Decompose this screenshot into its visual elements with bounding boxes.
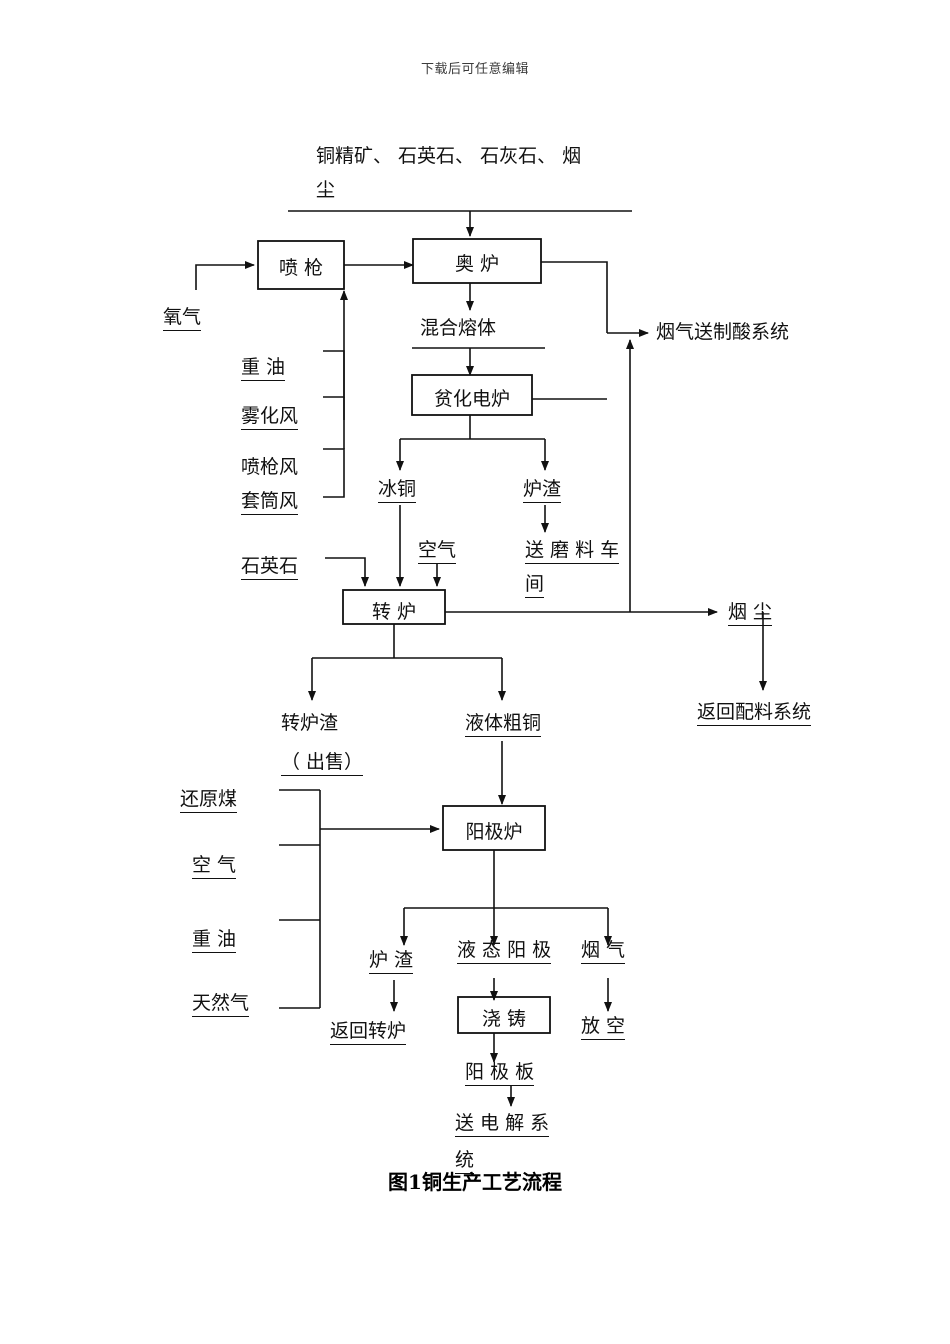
heavy-oil-2-label: 重 油 bbox=[192, 928, 237, 953]
bracket-oil-atomizing bbox=[323, 350, 345, 398]
anode-slag-label: 炉 渣 bbox=[369, 949, 414, 974]
oxygen-to-lance bbox=[195, 261, 255, 290]
figure-caption: 图1铜生产工艺流程 bbox=[388, 1170, 562, 1194]
atomizing-air-label: 雾化风 bbox=[241, 405, 299, 430]
natural-gas-label: 天然气 bbox=[192, 992, 250, 1017]
heavy-oil-1-label: 重 油 bbox=[241, 356, 286, 381]
ausmelt-box bbox=[412, 238, 542, 284]
casting-box bbox=[457, 996, 551, 1034]
sleeve-air-label: 套筒风 bbox=[241, 490, 299, 515]
ausmelt-box-label: 奥 炉 bbox=[454, 253, 500, 275]
silica-to-converter bbox=[325, 557, 369, 587]
converter-box-label: 转 炉 bbox=[371, 601, 417, 623]
anode-plate-label: 阳 极 板 bbox=[465, 1061, 535, 1086]
bracket-lanceair-sleeve bbox=[323, 448, 345, 498]
feed-label-line2: 尘 bbox=[316, 179, 336, 201]
anode-furnace-box-label: 阳极炉 bbox=[465, 821, 523, 843]
air-anode-label: 空 气 bbox=[192, 854, 237, 879]
feed-label-line1: 铜精矿、 石英石、 石灰石、 烟 bbox=[316, 145, 582, 167]
ausmelt-offgas bbox=[541, 261, 608, 333]
depletion-box bbox=[411, 374, 533, 416]
header-note: 下载后可任意编辑 bbox=[420, 62, 529, 77]
dust-label: 烟 尘 bbox=[728, 601, 773, 626]
matte-label: 冰铜 bbox=[378, 478, 417, 503]
oxygen-label: 氧气 bbox=[163, 306, 202, 331]
to-electrolysis-label-line1: 送 电 解 系 bbox=[455, 1112, 550, 1137]
return-blend-label: 返回配料系统 bbox=[697, 701, 812, 726]
converter-slag-label-line2: （ 出售） bbox=[281, 751, 364, 776]
liquid-anode-label: 液 态 阳 极 bbox=[457, 939, 552, 964]
flue-gas-label: 烟 气 bbox=[581, 939, 626, 964]
slag-label: 炉渣 bbox=[523, 478, 562, 503]
air-converter-label: 空气 bbox=[418, 539, 457, 564]
vent-label: 放 空 bbox=[581, 1015, 626, 1040]
to-grinding-label-line1: 送 磨 料 车 bbox=[525, 539, 620, 564]
reduction-coal-label: 还原煤 bbox=[180, 788, 238, 813]
mixed-melt-label: 混合熔体 bbox=[420, 317, 497, 339]
converter-slag-label-line1: 转炉渣 bbox=[281, 712, 339, 734]
acid-system-label: 烟气送制酸系统 bbox=[656, 321, 790, 343]
return-converter-label: 返回转炉 bbox=[330, 1020, 407, 1045]
blister-copper-label: 液体粗铜 bbox=[465, 712, 542, 737]
casting-box-label: 浇 铸 bbox=[481, 1008, 527, 1030]
lance-box-label: 喷 枪 bbox=[278, 257, 324, 279]
depletion-box-label: 贫化电炉 bbox=[433, 388, 510, 410]
to-electrolysis-label-line2: 统 bbox=[455, 1149, 475, 1174]
to-grinding-label-line2: 间 bbox=[525, 573, 545, 598]
lance-air-label: 喷枪风 bbox=[241, 456, 299, 478]
silica-label: 石英石 bbox=[241, 555, 299, 580]
